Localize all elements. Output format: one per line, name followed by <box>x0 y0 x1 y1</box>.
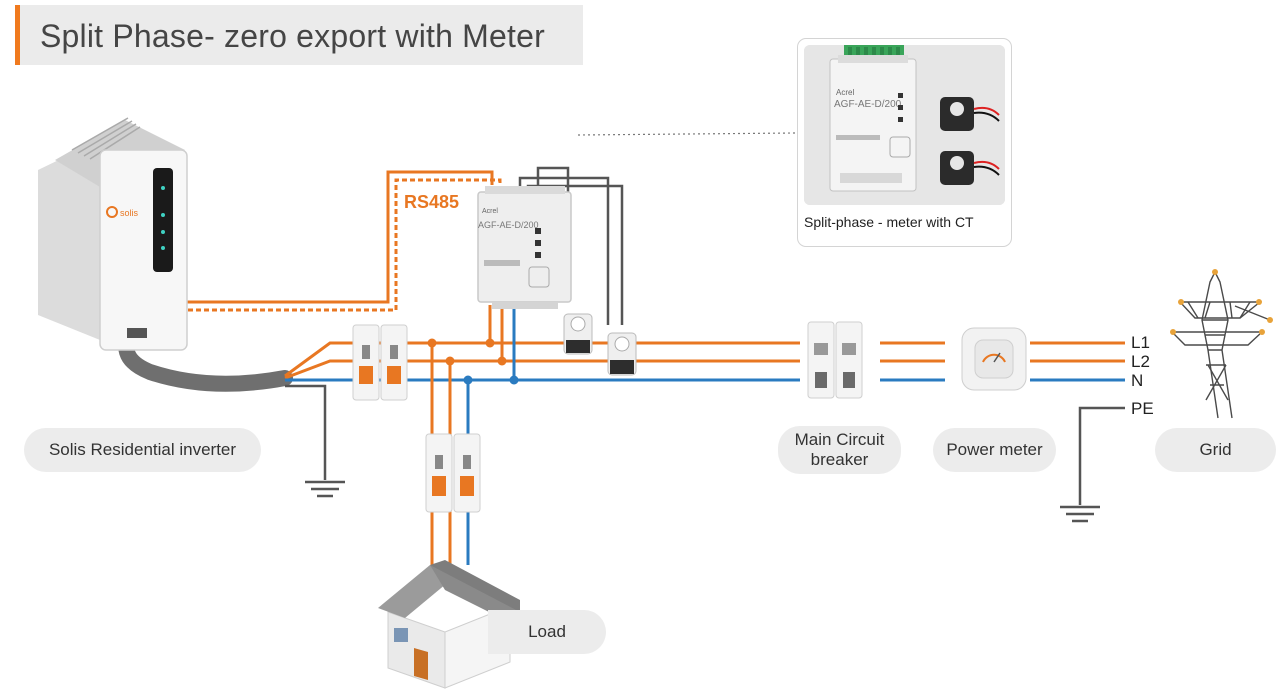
card-brand-text: Acrel <box>836 88 854 97</box>
card-model-text: AGF-AE-D/200 <box>834 99 902 110</box>
grid-label: Grid <box>1155 428 1276 472</box>
current-transformer-1 <box>563 313 593 355</box>
inverter-ground-icon <box>285 384 345 498</box>
inverter-cable <box>118 330 293 392</box>
meter-model-text: AGF-AE-D/200 <box>478 220 539 230</box>
meter-photo-drawing: Acrel AGF-AE-D/200 <box>804 45 1005 205</box>
bus-label-n: N <box>1131 371 1144 390</box>
ac-bus <box>284 305 1125 565</box>
ct-clamp-photo-2 <box>940 151 1000 185</box>
bus-label-l2: L2 <box>1131 352 1150 371</box>
detail-leader-line <box>577 132 797 136</box>
pe-ground-icon <box>1060 406 1125 523</box>
inverter-label: Solis Residential inverter <box>24 428 261 472</box>
meter-brand-text: Acrel <box>482 208 498 215</box>
main-circuit-breaker <box>807 321 863 399</box>
ct-clamp-photo-1 <box>940 97 1000 131</box>
meter-detail-card: Acrel AGF-AE-D/200 Split-phase - meter w… <box>797 38 1012 247</box>
main-breaker-label: Main Circuit breaker <box>778 426 901 474</box>
current-transformer-2 <box>607 332 637 376</box>
bus-label-l1: L1 <box>1131 333 1150 352</box>
power-meter-label: Power meter <box>933 428 1056 472</box>
rs485-cable <box>180 170 502 312</box>
load-breaker <box>425 433 481 513</box>
ac-breaker-inverter <box>352 324 408 401</box>
page-title: Split Phase- zero export with Meter <box>40 18 545 54</box>
solis-inverter: solis <box>38 117 188 351</box>
card-caption: Split-phase - meter with CT <box>804 214 974 230</box>
insulator-dots <box>1170 269 1273 335</box>
junction-dots <box>427 338 519 385</box>
title-bar: Split Phase- zero export with Meter <box>15 5 583 65</box>
load-label: Load <box>488 610 606 654</box>
acrel-meter: Acrel AGF-AE-D/200 <box>477 186 572 309</box>
transmission-tower-icon <box>1170 270 1271 419</box>
rs485-label: RS485 <box>404 192 460 212</box>
bus-label-pe: PE <box>1131 399 1154 418</box>
power-meter-device <box>961 327 1027 391</box>
meter-photo: Acrel AGF-AE-D/200 <box>804 45 1005 205</box>
inverter-logo: solis <box>120 208 139 218</box>
